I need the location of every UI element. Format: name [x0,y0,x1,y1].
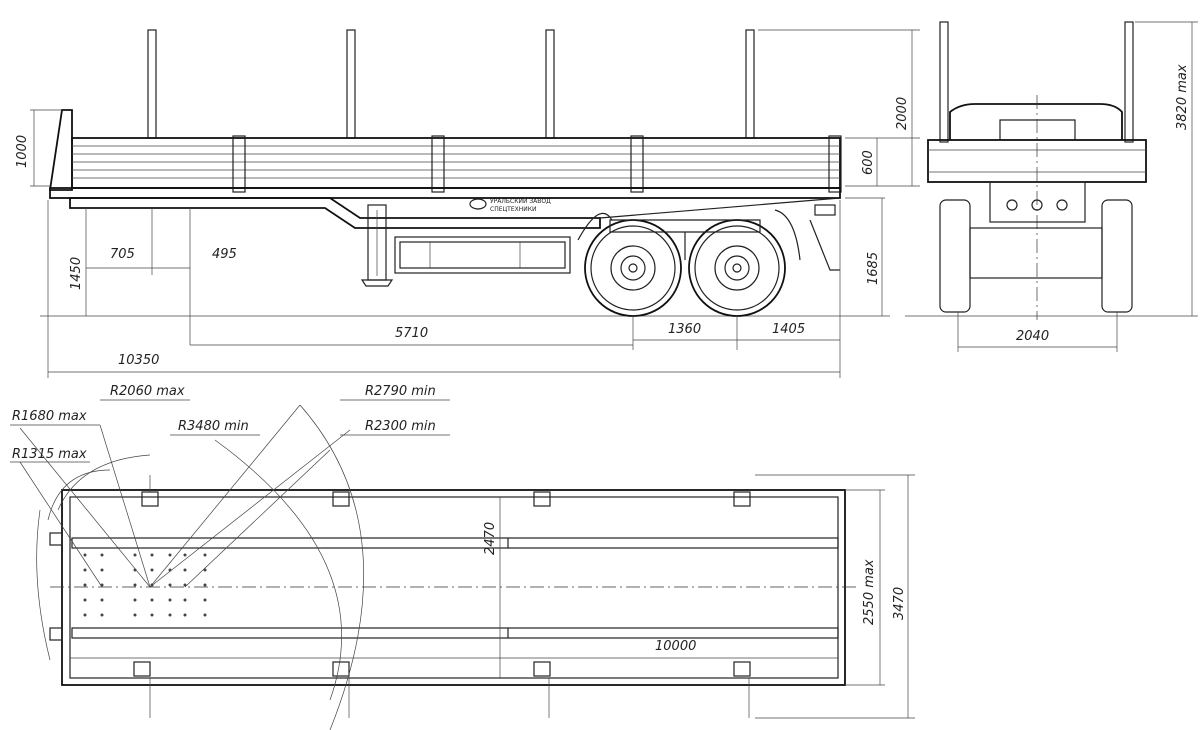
wheel-rear [688,219,786,317]
stake-3 [545,29,555,139]
rear-stake-left [939,21,949,143]
top-view: R1680 max R1315 max R2060 max R3480 min … [10,384,915,730]
stake-pockets [49,475,751,718]
dim-stakes-width: 3470 [892,587,907,620]
dim-kingpin-offset: 705 [110,247,135,262]
dim-platform-length: 10000 [655,639,696,654]
turning-radii [10,399,450,730]
wheel-front [584,219,682,317]
radius-1680: R1680 max [12,409,87,424]
dim-axle-spacing: 1360 [668,322,701,337]
side-dimensions: 2000 600 1685 1000 1450 705 495 [15,29,920,378]
dim-overall-height: 3820 max [1175,64,1190,130]
maker-label: УРАЛЬСКИЙ ЗАВОД СПЕЦТЕХНИКИ [469,198,551,213]
radius-2300: R2300 min [365,419,436,434]
stake-2 [346,29,356,139]
dim-side-board: 600 [861,150,876,175]
maker-line-1: УРАЛЬСКИЙ ЗАВОД [490,198,551,205]
front-mudguard [577,212,613,241]
rear-wheel-left [939,199,971,313]
rear-stake-right [1124,21,1134,143]
top-dimensions: 2470 2550 max 3470 10000 [70,474,915,719]
dim-kingpin-support: 495 [212,247,237,262]
dim-outer-width: 2550 max [862,559,877,625]
tool-box [394,236,571,274]
rear-light [814,204,836,216]
dim-track: 2040 [1016,329,1049,344]
longitudinal-beam-1 [71,537,839,549]
platform-inner [69,496,839,679]
platform-outline [61,489,846,686]
maker-line-2: СПЕЦТЕХНИКИ [490,206,536,213]
stake-1 [147,29,157,139]
radius-3480: R3480 min [178,419,249,434]
rear-wheel-right [1101,199,1133,313]
radius-2060: R2060 max [110,384,185,399]
side-boards [71,135,842,193]
radius-2790: R2790 min [365,384,436,399]
headboard [949,103,1123,140]
dim-frame-height: 1685 [866,252,881,285]
rear-frame [989,181,1086,223]
rear-bumper [809,219,840,271]
stakes [147,29,755,139]
frame-rear [599,197,841,219]
dim-kingpin-axle: 5710 [395,326,428,341]
rear-suspension [969,227,1103,279]
platform-floor [49,187,841,199]
kingpin-plate [83,553,207,617]
suspension [609,219,761,233]
radius-1315: R1315 max [12,447,87,462]
landing-gear [360,204,394,287]
stake-4 [745,29,755,139]
dim-inner-width: 2470 [483,522,498,555]
side-view: УРАЛЬСКИЙ ЗАВОД СПЕЦТЕХНИКИ [15,29,920,378]
dim-stake-height: 2000 [895,97,910,130]
rear-mudguard [774,209,801,261]
dim-front-board: 1000 [15,135,30,168]
dim-rear-overhang: 1405 [772,322,805,337]
frame [69,197,601,229]
front-board [48,109,73,191]
rear-view: 3820 max 2040 [905,21,1198,352]
dim-overall-length: 10350 [118,353,159,368]
headboard-inner [999,119,1076,140]
longitudinal-beam-2 [71,627,839,639]
dim-kingpin-height: 1450 [69,257,84,290]
